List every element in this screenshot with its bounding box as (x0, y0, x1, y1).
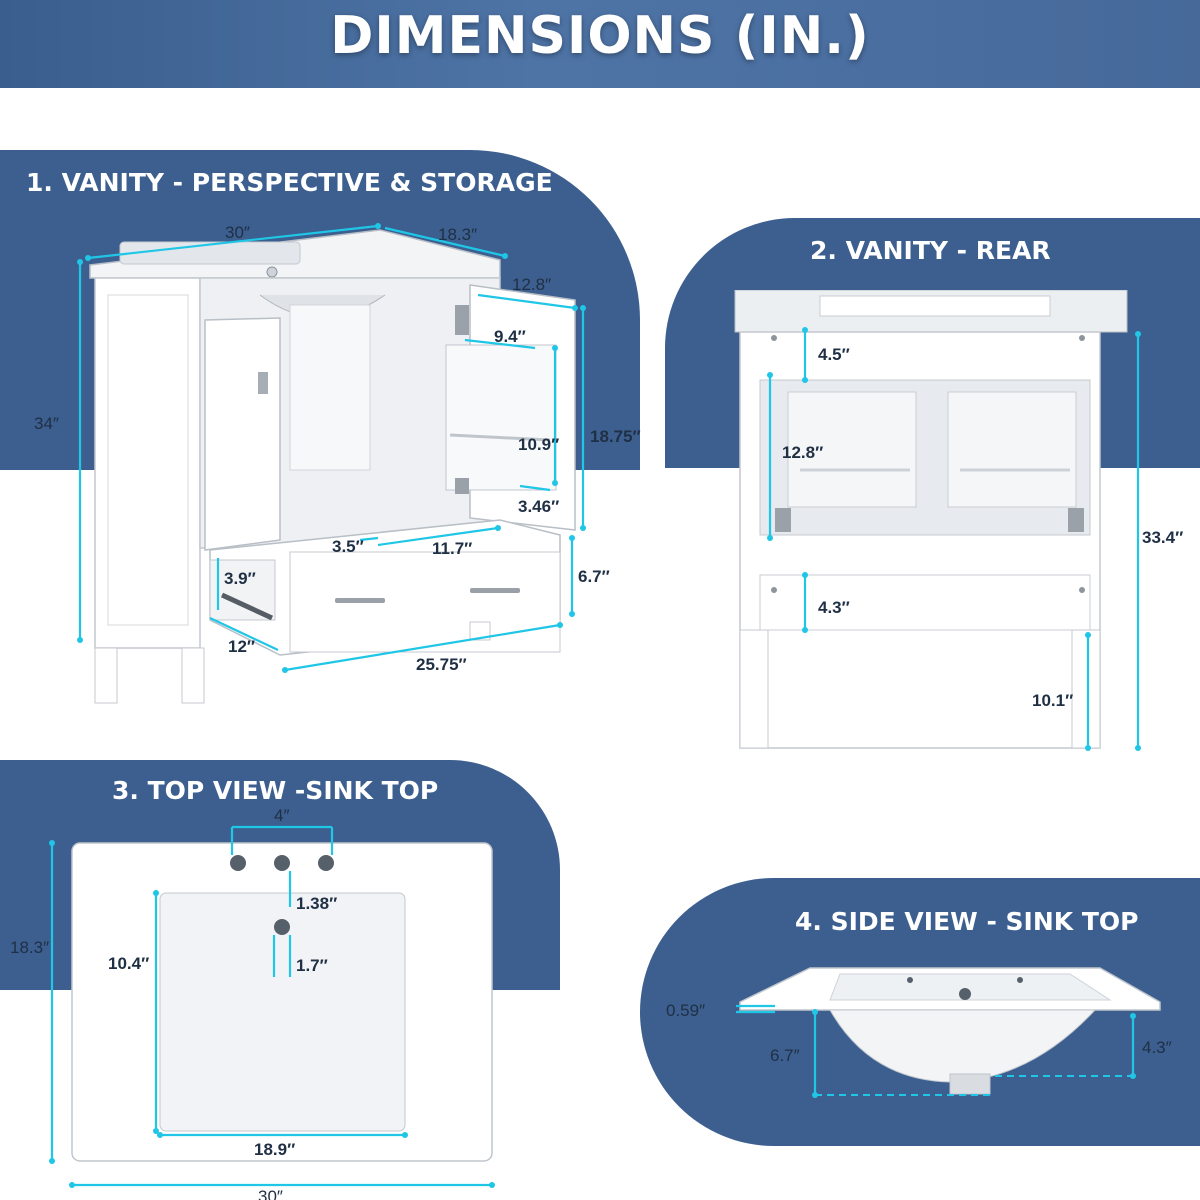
sink-side-view-illustration: 0.59″ 6.7″ 4.3″ (666, 967, 1172, 1098)
dim-shelf-height: 10.9″ (518, 435, 559, 454)
dim-door-height: 18.75″ (590, 427, 641, 446)
dim-thickness: 0.59″ (666, 1001, 705, 1020)
dim-top-depth: 18.3″ (10, 938, 49, 957)
dim-hole-spacing: 4″ (274, 806, 289, 825)
panel-1-title: 1. VANITY - PERSPECTIVE & STORAGE (26, 168, 553, 197)
dim-basin-depth: 10.4″ (108, 954, 149, 973)
header-banner (0, 0, 1200, 88)
dim-top-width: 30″ (258, 1187, 283, 1200)
dim-shelf-gap: 3.46″ (518, 497, 559, 516)
dim-drawer-height: 6.7″ (578, 567, 610, 586)
dim-drawer-side: 3.9″ (224, 569, 256, 588)
dim-hole-diameter: 1.38″ (296, 894, 337, 913)
dim-rear-height: 33.4″ (1142, 528, 1183, 547)
sink-top-view-illustration: 4″ 1.38″ 1.7″ 10.4″ 18.3″ 18.9″ 30″ (10, 806, 495, 1200)
panel-3-title: 3. TOP VIEW -SINK TOP (112, 776, 439, 805)
dim-shelf-width: 9.4″ (494, 327, 526, 346)
dim-drawer-depth: 12″ (228, 637, 255, 656)
page-title: DIMENSIONS (IN.) (330, 6, 870, 66)
dim-basin-width: 18.9″ (254, 1140, 295, 1159)
dim-total-depth: 6.7″ (770, 1046, 800, 1065)
dim-opening: 12.8″ (782, 443, 823, 462)
panel-4-title: 4. SIDE VIEW - SINK TOP (795, 907, 1139, 936)
dim-drawer-inner: 11.7″ (432, 539, 472, 558)
panel-2-title: 2. VANITY - REAR (810, 236, 1051, 265)
dim-depth: 18.3″ (438, 225, 477, 244)
dim-height: 34″ (34, 414, 59, 433)
dim-drain-distance: 1.7″ (296, 956, 328, 975)
dim-door-width: 12.8″ (512, 275, 551, 294)
vanity-rear-illustration: 4.5″ 12.8″ 4.3″ 33.4″ 10.1″ (734, 290, 1183, 751)
dim-drawer-width: 25.75″ (416, 655, 467, 674)
dim-drawer-back: 3.5″ (332, 537, 364, 556)
dim-width: 30″ (225, 223, 250, 242)
dim-bottom-rail: 4.3″ (818, 598, 850, 617)
dim-basin-side-depth: 4.3″ (1142, 1038, 1172, 1057)
vanity-perspective-illustration: 30″ 18.3″ 34″ 12.8″ 9.4″ 10.9″ 3.46″ 18.… (34, 223, 641, 704)
dim-legs: 10.1″ (1032, 691, 1073, 710)
dim-top-rail: 4.5″ (818, 345, 850, 364)
